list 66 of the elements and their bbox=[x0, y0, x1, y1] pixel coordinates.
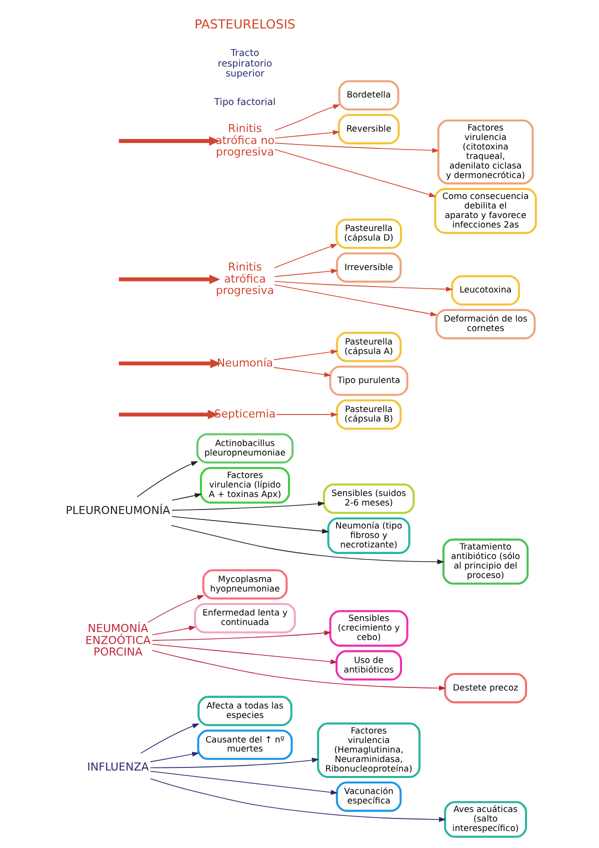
arrow bbox=[274, 130, 340, 139]
arrow bbox=[118, 358, 221, 368]
arrow bbox=[170, 525, 444, 564]
node-box: Tratamiento antibiótico (sólo al principio del proceso) bbox=[442, 538, 528, 585]
arrow bbox=[274, 244, 338, 268]
arrow bbox=[274, 149, 436, 198]
node-box: Irreversible bbox=[335, 252, 402, 283]
arrow bbox=[274, 104, 340, 131]
arrow bbox=[171, 501, 325, 511]
arrow bbox=[152, 626, 196, 636]
arrow bbox=[151, 630, 331, 641]
arrow bbox=[272, 350, 338, 360]
node-box: Causante del ↑ nº muertes bbox=[196, 730, 292, 760]
arrow bbox=[272, 367, 331, 378]
node-box: Aves acuáticas (salto interespecífico) bbox=[444, 801, 527, 838]
node-text: Neumonía bbox=[216, 356, 273, 370]
node-box: Pasteurella (cápsula B) bbox=[335, 399, 402, 430]
arrow bbox=[140, 724, 200, 754]
arrow bbox=[146, 595, 204, 623]
arrow bbox=[152, 644, 338, 664]
label: PASTEURELOSIS bbox=[194, 16, 295, 32]
label: Tipo factorial bbox=[214, 96, 276, 108]
node-box: Actinobacillus pleuropneumoniae bbox=[196, 433, 294, 464]
arrow bbox=[275, 412, 338, 418]
node-text: NEUMONÍA ENZOÓTICA PORCINA bbox=[84, 622, 150, 659]
arrow bbox=[150, 752, 199, 762]
node-box: Sensibles (crecimiento y cebo) bbox=[328, 610, 408, 647]
arrow bbox=[171, 516, 329, 534]
node-box: Uso de antibióticos bbox=[335, 650, 402, 681]
node-box: Leucotoxina bbox=[450, 275, 520, 306]
node-box: Factores virulencia (citotoxina traqueal, adenilato ciclasa y dermonecrótica) bbox=[436, 120, 534, 184]
node-text: Rinitis atrófica no progresiva bbox=[214, 122, 274, 159]
arrow bbox=[118, 136, 220, 146]
node-box: Factores virulencia (lípido A + toxinas Apx) bbox=[199, 467, 290, 504]
arrow bbox=[118, 274, 220, 284]
arrow bbox=[136, 461, 198, 498]
node-text: Rinitis atrófica progresiva bbox=[215, 260, 274, 298]
node-box: Pasteurella (cápsula D) bbox=[335, 218, 402, 249]
node-box: Reversible bbox=[337, 114, 400, 144]
node-box: Como consecuencia debilita el aparato y favorece infecciones 2as bbox=[434, 188, 536, 234]
node-box: Neumonía (tipo fibroso y necrotizante) bbox=[326, 517, 410, 554]
arrow bbox=[274, 268, 338, 277]
label: Tracto respiratorio superior bbox=[217, 48, 272, 80]
node-box: Sensibles (suidos 2-6 meses) bbox=[322, 484, 414, 514]
arrow bbox=[151, 650, 446, 691]
node-box: Factores virulencia (Hemaglutinina, Neuraminidasa, Ribonucleoproteína) bbox=[316, 722, 420, 778]
node-box: Pasteurella (cápsula A) bbox=[335, 332, 402, 362]
arrow bbox=[118, 410, 218, 420]
node-box: Afecta a todas las especies bbox=[197, 696, 292, 726]
arrow bbox=[274, 281, 453, 292]
arrow bbox=[149, 758, 319, 768]
node-box: Destete precoz bbox=[444, 672, 527, 704]
arrow bbox=[150, 778, 446, 822]
node-box: Bordetella bbox=[338, 80, 399, 111]
node-box: Deformación de los cornetes bbox=[434, 308, 536, 340]
node-box: Enfermedad lenta y continuada bbox=[194, 603, 296, 634]
arrow bbox=[274, 284, 438, 316]
node-box: Mycoplasma hyopneumoniae bbox=[202, 569, 288, 600]
node-text: PLEURONEUMONÍA bbox=[65, 504, 170, 518]
node-box: Tipo purulenta bbox=[328, 366, 408, 396]
node-text: Septicemia bbox=[214, 407, 276, 420]
node-box: Vacunación específica bbox=[335, 781, 402, 812]
arrow bbox=[149, 770, 338, 795]
arrow bbox=[171, 493, 202, 501]
node-text: INFLUENZA bbox=[86, 760, 148, 774]
arrow bbox=[274, 142, 439, 153]
